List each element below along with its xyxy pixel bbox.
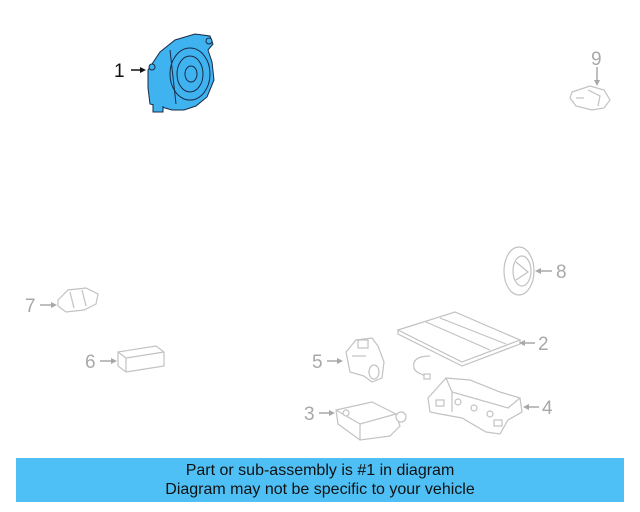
part-8-grommet[interactable] [503,246,535,296]
part-4-frame[interactable] [427,377,523,435]
callout-9-arrow [594,80,600,86]
callout-2-arrow [519,340,525,346]
banner-line-2: Diagram may not be specific to your vehi… [165,481,475,498]
callout-4-label: 4 [542,398,553,419]
callout-8-label: 8 [556,262,567,283]
part-6-block[interactable] [117,345,165,373]
part-9[interactable] [569,85,611,111]
part-1-speaker[interactable] [147,33,215,113]
callout-1-label: 1 [114,61,125,82]
callout-8-arrow [535,268,541,274]
callout-7-arrow [51,302,57,308]
part-3-module[interactable] [335,401,407,441]
callout-1-arrow [140,67,146,73]
callout-3-arrow [329,410,335,416]
callout-3-label: 3 [304,404,315,425]
banner-line-1: Part or sub-assembly is #1 in diagram [185,462,455,479]
info-banner: Part or sub-assembly is #1 in diagram Di… [16,458,624,502]
part-5-bracket[interactable] [345,337,385,383]
callout-9-label: 9 [591,49,602,70]
callout-6-arrow [111,358,117,364]
part-7[interactable] [57,287,99,313]
callout-6-label: 6 [85,352,96,373]
callout-7-label: 7 [25,296,36,317]
callout-2-label: 2 [538,334,549,355]
callout-5-label: 5 [312,352,323,373]
callout-5-arrow [337,358,343,364]
part-2-pad[interactable] [396,311,522,380]
callout-4-arrow [523,404,529,410]
